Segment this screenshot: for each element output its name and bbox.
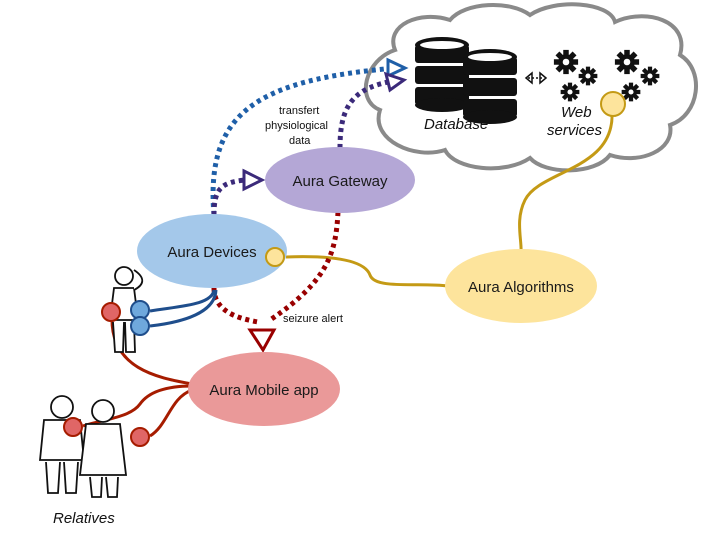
arrowhead-devices-database-icon	[386, 57, 409, 79]
flow-gateway-to-mobile	[268, 211, 341, 323]
aura-algorithms-node[interactable]	[445, 249, 597, 323]
aura-mobile-app-label: Aura Mobile app	[209, 382, 318, 399]
web-services-port	[600, 91, 626, 117]
relatives-figures-icon	[39, 395, 128, 498]
aura-mobile-app-node[interactable]	[188, 352, 340, 426]
transfer-label-line2: physiological	[265, 120, 328, 132]
flow-devices-to-mobile	[211, 287, 259, 325]
connector-relative2-mobile	[149, 388, 193, 438]
connector-patient-devices-1	[149, 289, 216, 313]
aura-algorithms-label: Aura Algorithms	[468, 279, 574, 296]
database-label: Database	[424, 116, 488, 133]
patient-blue-port-2	[130, 316, 150, 336]
flow-gateway-to-database	[337, 79, 389, 149]
aura-gateway-node[interactable]	[265, 147, 415, 213]
transfer-label-line1: transfert	[279, 105, 319, 117]
patient-red-port	[101, 302, 121, 322]
seizure-alert-label: seizure alert	[283, 313, 343, 325]
web-services-label-line2: services	[547, 122, 603, 139]
transfer-label-line3: data	[289, 135, 311, 147]
bidirectional-arrow-icon	[524, 71, 548, 85]
web-services-label-line1: Web	[561, 104, 592, 121]
aura-devices-label: Aura Devices	[167, 244, 256, 261]
database-icon	[415, 37, 517, 124]
cloud-shape	[363, 2, 698, 173]
devices-port	[265, 247, 285, 267]
relative2-red-port	[130, 427, 150, 447]
arrowhead-gateway-database-icon	[383, 71, 408, 93]
arrowhead-mobile-icon	[247, 328, 277, 353]
relatives-label: Relatives	[53, 510, 115, 527]
aura-devices-node[interactable]	[137, 214, 287, 288]
connector-patient-devices-2	[149, 289, 218, 328]
arrowhead-devices-gateway-icon	[242, 168, 266, 192]
relative1-red-port	[63, 417, 83, 437]
aura-gateway-label: Aura Gateway	[292, 173, 388, 190]
connector-devices-algorithms	[285, 255, 449, 288]
flow-devices-to-gateway	[211, 177, 247, 216]
connector-services-algorithms	[518, 111, 614, 253]
